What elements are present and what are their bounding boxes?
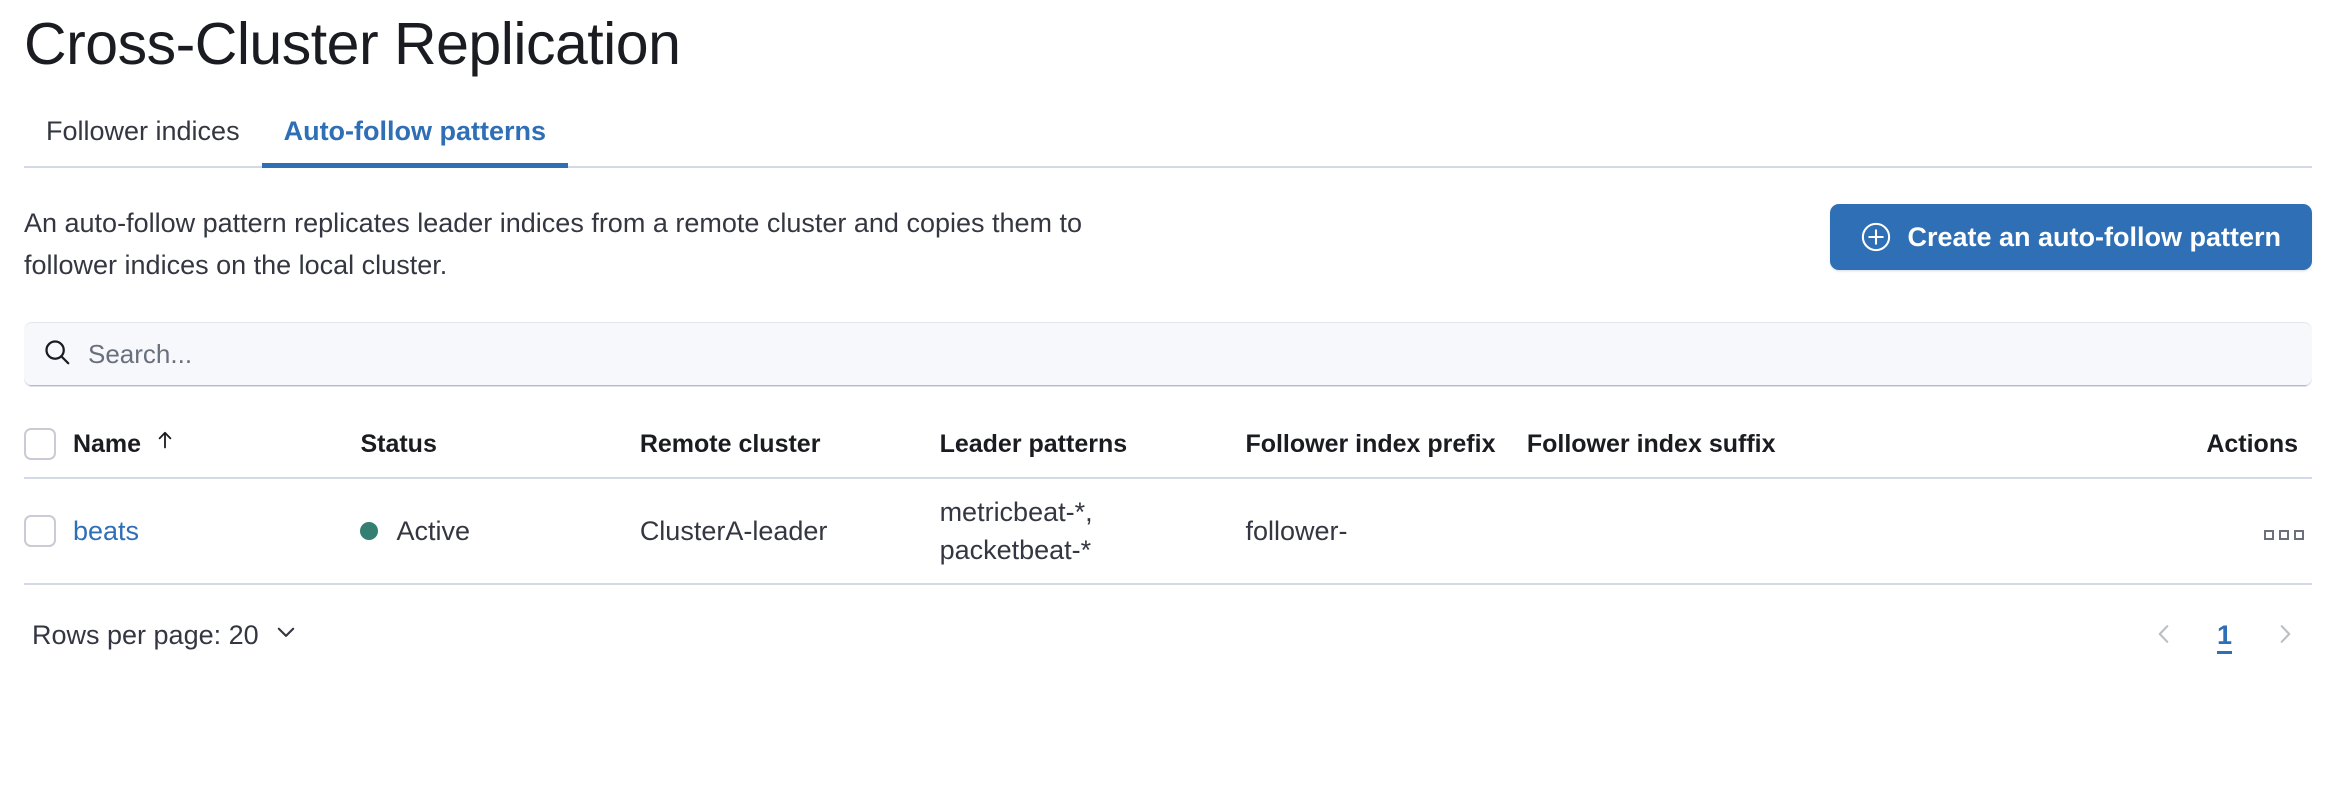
status-badge: Active	[360, 512, 470, 550]
tab-follower-indices[interactable]: Follower indices	[24, 116, 262, 168]
pagination: 1	[2137, 615, 2312, 656]
chevron-left-icon	[2151, 621, 2177, 650]
search-bar[interactable]	[24, 322, 2312, 386]
auto-follow-patterns-table: Name Status Remote cluster Leader patter…	[24, 416, 2312, 585]
pagination-page-1[interactable]: 1	[2203, 616, 2246, 655]
search-icon	[42, 337, 72, 372]
column-header-name[interactable]: Name	[72, 416, 361, 479]
select-all-header-cell	[24, 416, 73, 479]
table-footer: Rows per page: 20 1	[24, 607, 2312, 663]
cell-follower-index-prefix: follower-	[1245, 478, 1527, 585]
cell-follower-index-suffix	[1526, 478, 2017, 585]
boxes-horizontal-icon[interactable]	[2256, 522, 2312, 548]
tab-auto-follow-patterns[interactable]: Auto-follow patterns	[261, 116, 569, 168]
sort-up-arrow-icon	[153, 428, 177, 459]
search-input[interactable]	[88, 339, 2294, 369]
column-header-follower-index-prefix[interactable]: Follower index prefix	[1245, 416, 1527, 479]
pagination-next-button[interactable]	[2258, 615, 2312, 656]
cell-status: Active	[360, 478, 640, 585]
row-select-cell	[24, 478, 73, 585]
create-auto-follow-pattern-button[interactable]: Create an auto-follow pattern	[1830, 204, 2312, 270]
cell-name: beats	[72, 478, 361, 585]
column-header-name-label: Name	[72, 429, 142, 458]
status-dot-icon	[360, 522, 379, 540]
description-row: An auto-follow pattern replicates leader…	[24, 202, 2312, 286]
column-header-status[interactable]: Status	[360, 416, 640, 479]
cell-remote-cluster: ClusterA-leader	[639, 478, 940, 585]
create-button-label: Create an auto-follow pattern	[1907, 222, 2281, 252]
tab-bar: Follower indices Auto-follow patterns	[24, 90, 2312, 168]
actions-dot-3	[2294, 530, 2304, 540]
column-header-actions: Actions	[2016, 416, 2312, 479]
table-body: beats Active ClusterA-leader metricbeat-…	[24, 478, 2312, 585]
actions-dot-2	[2279, 530, 2289, 540]
page-description: An auto-follow pattern replicates leader…	[24, 208, 1083, 280]
chevron-down-icon	[273, 619, 299, 652]
cell-leader-patterns: metricbeat-*, packetbeat-*	[939, 478, 1246, 585]
column-header-follower-index-suffix[interactable]: Follower index suffix	[1526, 416, 2017, 479]
rows-per-page-label: Rows per page: 20	[32, 620, 259, 650]
column-header-leader-patterns[interactable]: Leader patterns	[939, 416, 1246, 479]
select-all-checkbox[interactable]	[24, 427, 56, 460]
row-checkbox[interactable]	[24, 515, 56, 547]
actions-dot-1	[2264, 530, 2274, 540]
table-header: Name Status Remote cluster Leader patter…	[24, 416, 2312, 479]
rows-per-page-select[interactable]: Rows per page: 20	[24, 619, 307, 652]
pattern-name-link[interactable]: beats	[72, 516, 139, 546]
page-title: Cross-Cluster Replication	[24, 11, 681, 77]
column-header-remote-cluster[interactable]: Remote cluster	[639, 416, 940, 479]
status-label: Active	[396, 516, 470, 546]
pagination-prev-button[interactable]	[2137, 615, 2191, 656]
table-header-row: Name Status Remote cluster Leader patter…	[24, 416, 2312, 479]
plus-in-circle-icon	[1861, 222, 1891, 252]
table-row: beats Active ClusterA-leader metricbeat-…	[24, 478, 2312, 585]
chevron-right-icon	[2272, 621, 2298, 650]
cell-actions	[2016, 478, 2312, 585]
